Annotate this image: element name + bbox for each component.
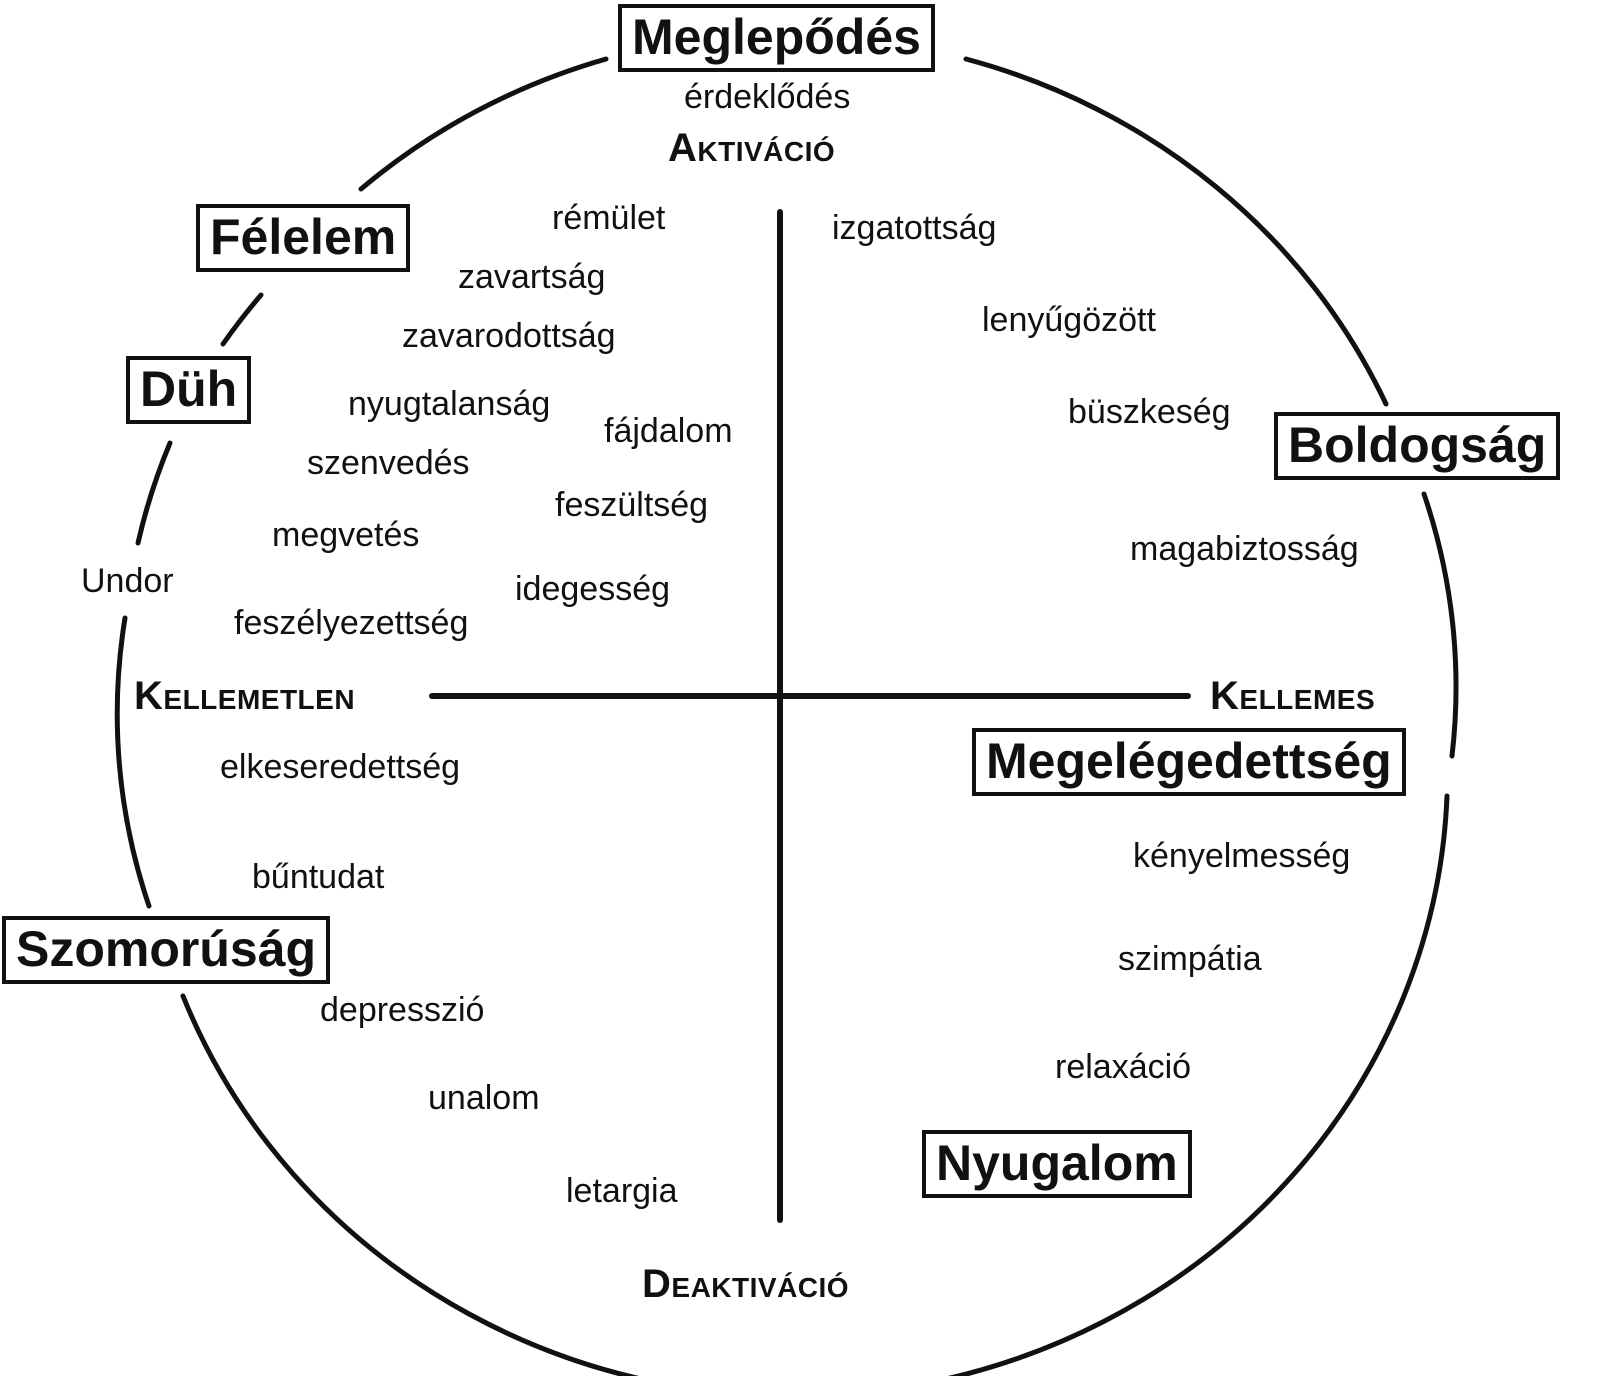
affect-word-confidence: magabiztosság — [1130, 530, 1359, 568]
core-emotion-sadness: Szomorúság — [2, 916, 331, 984]
circle-arc-top-left — [358, 56, 609, 192]
circle-arc-left-middle — [135, 440, 173, 546]
core-emotion-surprise: Meglepődés — [618, 4, 935, 72]
core-emotion-anger: Düh — [126, 356, 252, 424]
core-emotion-fear: Félelem — [196, 204, 411, 272]
affect-word-suffering: szenvedés — [307, 444, 470, 482]
core-emotion-contentment: Megelégedettség — [972, 728, 1406, 796]
core-emotion-happiness: Boldogság — [1274, 412, 1561, 480]
affect-word-lethargy: letargia — [566, 1172, 678, 1210]
affect-word-contempt: megvetés — [272, 516, 420, 554]
affect-word-depression: depresszió — [320, 991, 485, 1029]
axis-label-unpleasant: Kellemetlen — [134, 674, 356, 718]
circle-arc-bottom — [180, 793, 1450, 1376]
affect-word-sympathy: szimpátia — [1118, 940, 1262, 978]
affect-word-tension: feszültség — [555, 486, 709, 524]
affect-word-fascinated: lenyűgözött — [982, 301, 1156, 339]
affect-word-interest: érdeklődés — [684, 78, 851, 116]
affect-word-excitement: izgatottság — [832, 209, 997, 247]
affect-word-confusion: zavarodottság — [402, 317, 616, 355]
affect-word-comfort: kényelmesség — [1133, 837, 1351, 875]
axis-label-deactivation: Deaktiváció — [642, 1262, 850, 1306]
affect-word-embarrassment: zavartság — [458, 258, 606, 296]
affect-word-bitterness: elkeseredettség — [220, 748, 461, 786]
affect-word-guilt: bűntudat — [252, 858, 385, 896]
affect-word-restlessness: nyugtalanság — [348, 385, 551, 423]
affect-word-awkwardness: feszélyezettség — [234, 604, 469, 642]
circle-arc-right — [1421, 491, 1459, 759]
circle-arc-left-lower — [114, 615, 152, 909]
affect-word-relaxation: relaxáció — [1055, 1048, 1192, 1086]
affect-word-nervousness: idegesség — [515, 570, 671, 608]
affect-word-pride: büszkeség — [1068, 393, 1231, 431]
affect-word-pain: fájdalom — [604, 412, 733, 450]
axis-label-pleasant: Kellemes — [1210, 674, 1376, 718]
circle-arc-left-upper — [220, 292, 264, 347]
circle-arc-top-right — [963, 56, 1389, 407]
affect-word-terror: rémület — [552, 199, 666, 237]
affect-word-disgust: Undor — [81, 562, 174, 600]
affect-word-boredom: unalom — [428, 1079, 540, 1117]
axis-label-activation: Aktiváció — [668, 126, 836, 170]
core-emotion-calm: Nyugalom — [922, 1130, 1192, 1198]
